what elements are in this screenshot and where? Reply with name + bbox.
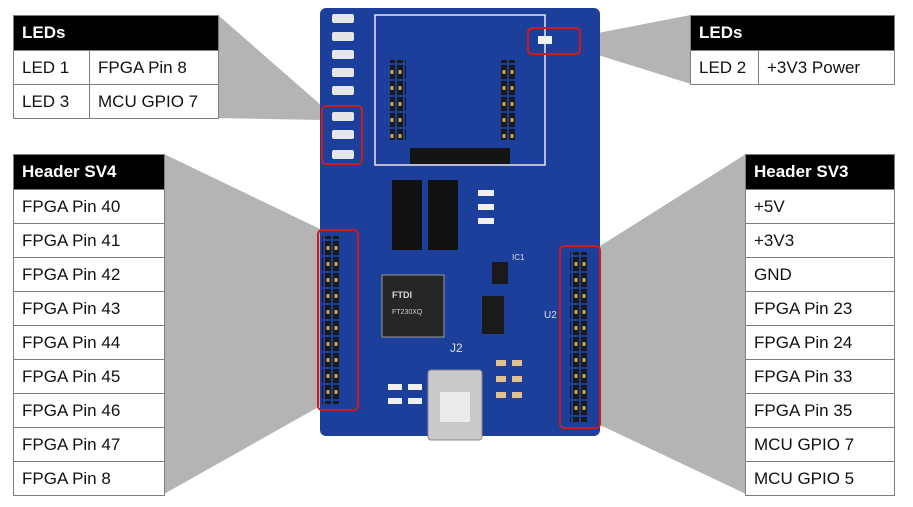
header-sv3-highlight: [559, 245, 601, 429]
header-sv3-title: Header SV3: [746, 155, 894, 189]
led-table-left-title: LEDs: [14, 16, 218, 50]
header-sv4-connector: [322, 236, 340, 404]
pin-row: FPGA Pin 8: [14, 461, 164, 495]
led-right-highlight: [527, 27, 581, 55]
pin-row: GND: [746, 257, 894, 291]
pin-row: FPGA Pin 47: [14, 427, 164, 461]
led-connection: +3V3 Power: [767, 58, 861, 77]
pin-row: FPGA Pin 24: [746, 325, 894, 359]
ftdi-chip: [381, 274, 445, 338]
header-sv4-highlight: [317, 229, 359, 411]
callout-sv3: [600, 154, 746, 494]
pin-row: +3V3: [746, 223, 894, 257]
regulator-label: U2: [544, 310, 557, 321]
pin-row: FPGA Pin 45: [14, 359, 164, 393]
chip-model-label: FT230XQ: [392, 309, 423, 316]
pin-row: FPGA Pin 46: [14, 393, 164, 427]
pcb-board: FTDI FT230XQ IC1 U2 J2: [317, 8, 601, 441]
led-table-row: LED 3 MCU GPIO 7: [14, 84, 218, 118]
led-name: LED 3: [14, 85, 90, 118]
callout-sv4: [164, 154, 322, 494]
pin-row: FPGA Pin 40: [14, 189, 164, 223]
pin-row: MCU GPIO 7: [746, 427, 894, 461]
led-left-highlight: [321, 105, 363, 165]
header-sv3-table: Header SV3 +5V +3V3 GND FPGA Pin 23 FPGA…: [745, 154, 895, 496]
pin-row: FPGA Pin 23: [746, 291, 894, 325]
led-table-row: LED 1 FPGA Pin 8: [14, 50, 218, 84]
pin-row: FPGA Pin 41: [14, 223, 164, 257]
pin-row: FPGA Pin 42: [14, 257, 164, 291]
led-name: LED 2: [691, 51, 759, 84]
smd-column-left: [332, 14, 354, 159]
led-table-right-title: LEDs: [691, 16, 894, 50]
pin-row: +5V: [746, 189, 894, 223]
led-name: LED 1: [14, 51, 90, 84]
ic-label: IC1: [512, 253, 525, 262]
pin-row: MCU GPIO 5: [746, 461, 894, 495]
chip-brand-label: FTDI: [392, 290, 412, 300]
header-sv4-table: Header SV4 FPGA Pin 40 FPGA Pin 41 FPGA …: [13, 154, 165, 496]
led-table-right: LEDs LED 2 +3V3 Power: [690, 15, 895, 85]
pin-row: FPGA Pin 35: [746, 393, 894, 427]
pin-row: FPGA Pin 33: [746, 359, 894, 393]
header-sv4-title: Header SV4: [14, 155, 164, 189]
header-sv3-connector: [570, 252, 588, 422]
connector-label: J2: [450, 341, 463, 355]
jumper-block: [392, 180, 458, 250]
pin-row: FPGA Pin 43: [14, 291, 164, 325]
led-connection: FPGA Pin 8: [98, 58, 187, 77]
led-connection: MCU GPIO 7: [98, 92, 199, 111]
led-table-row: LED 2 +3V3 Power: [691, 50, 894, 84]
pin-row: FPGA Pin 44: [14, 325, 164, 359]
led-table-left: LEDs LED 1 FPGA Pin 8 LED 3 MCU GPIO 7: [13, 15, 219, 119]
